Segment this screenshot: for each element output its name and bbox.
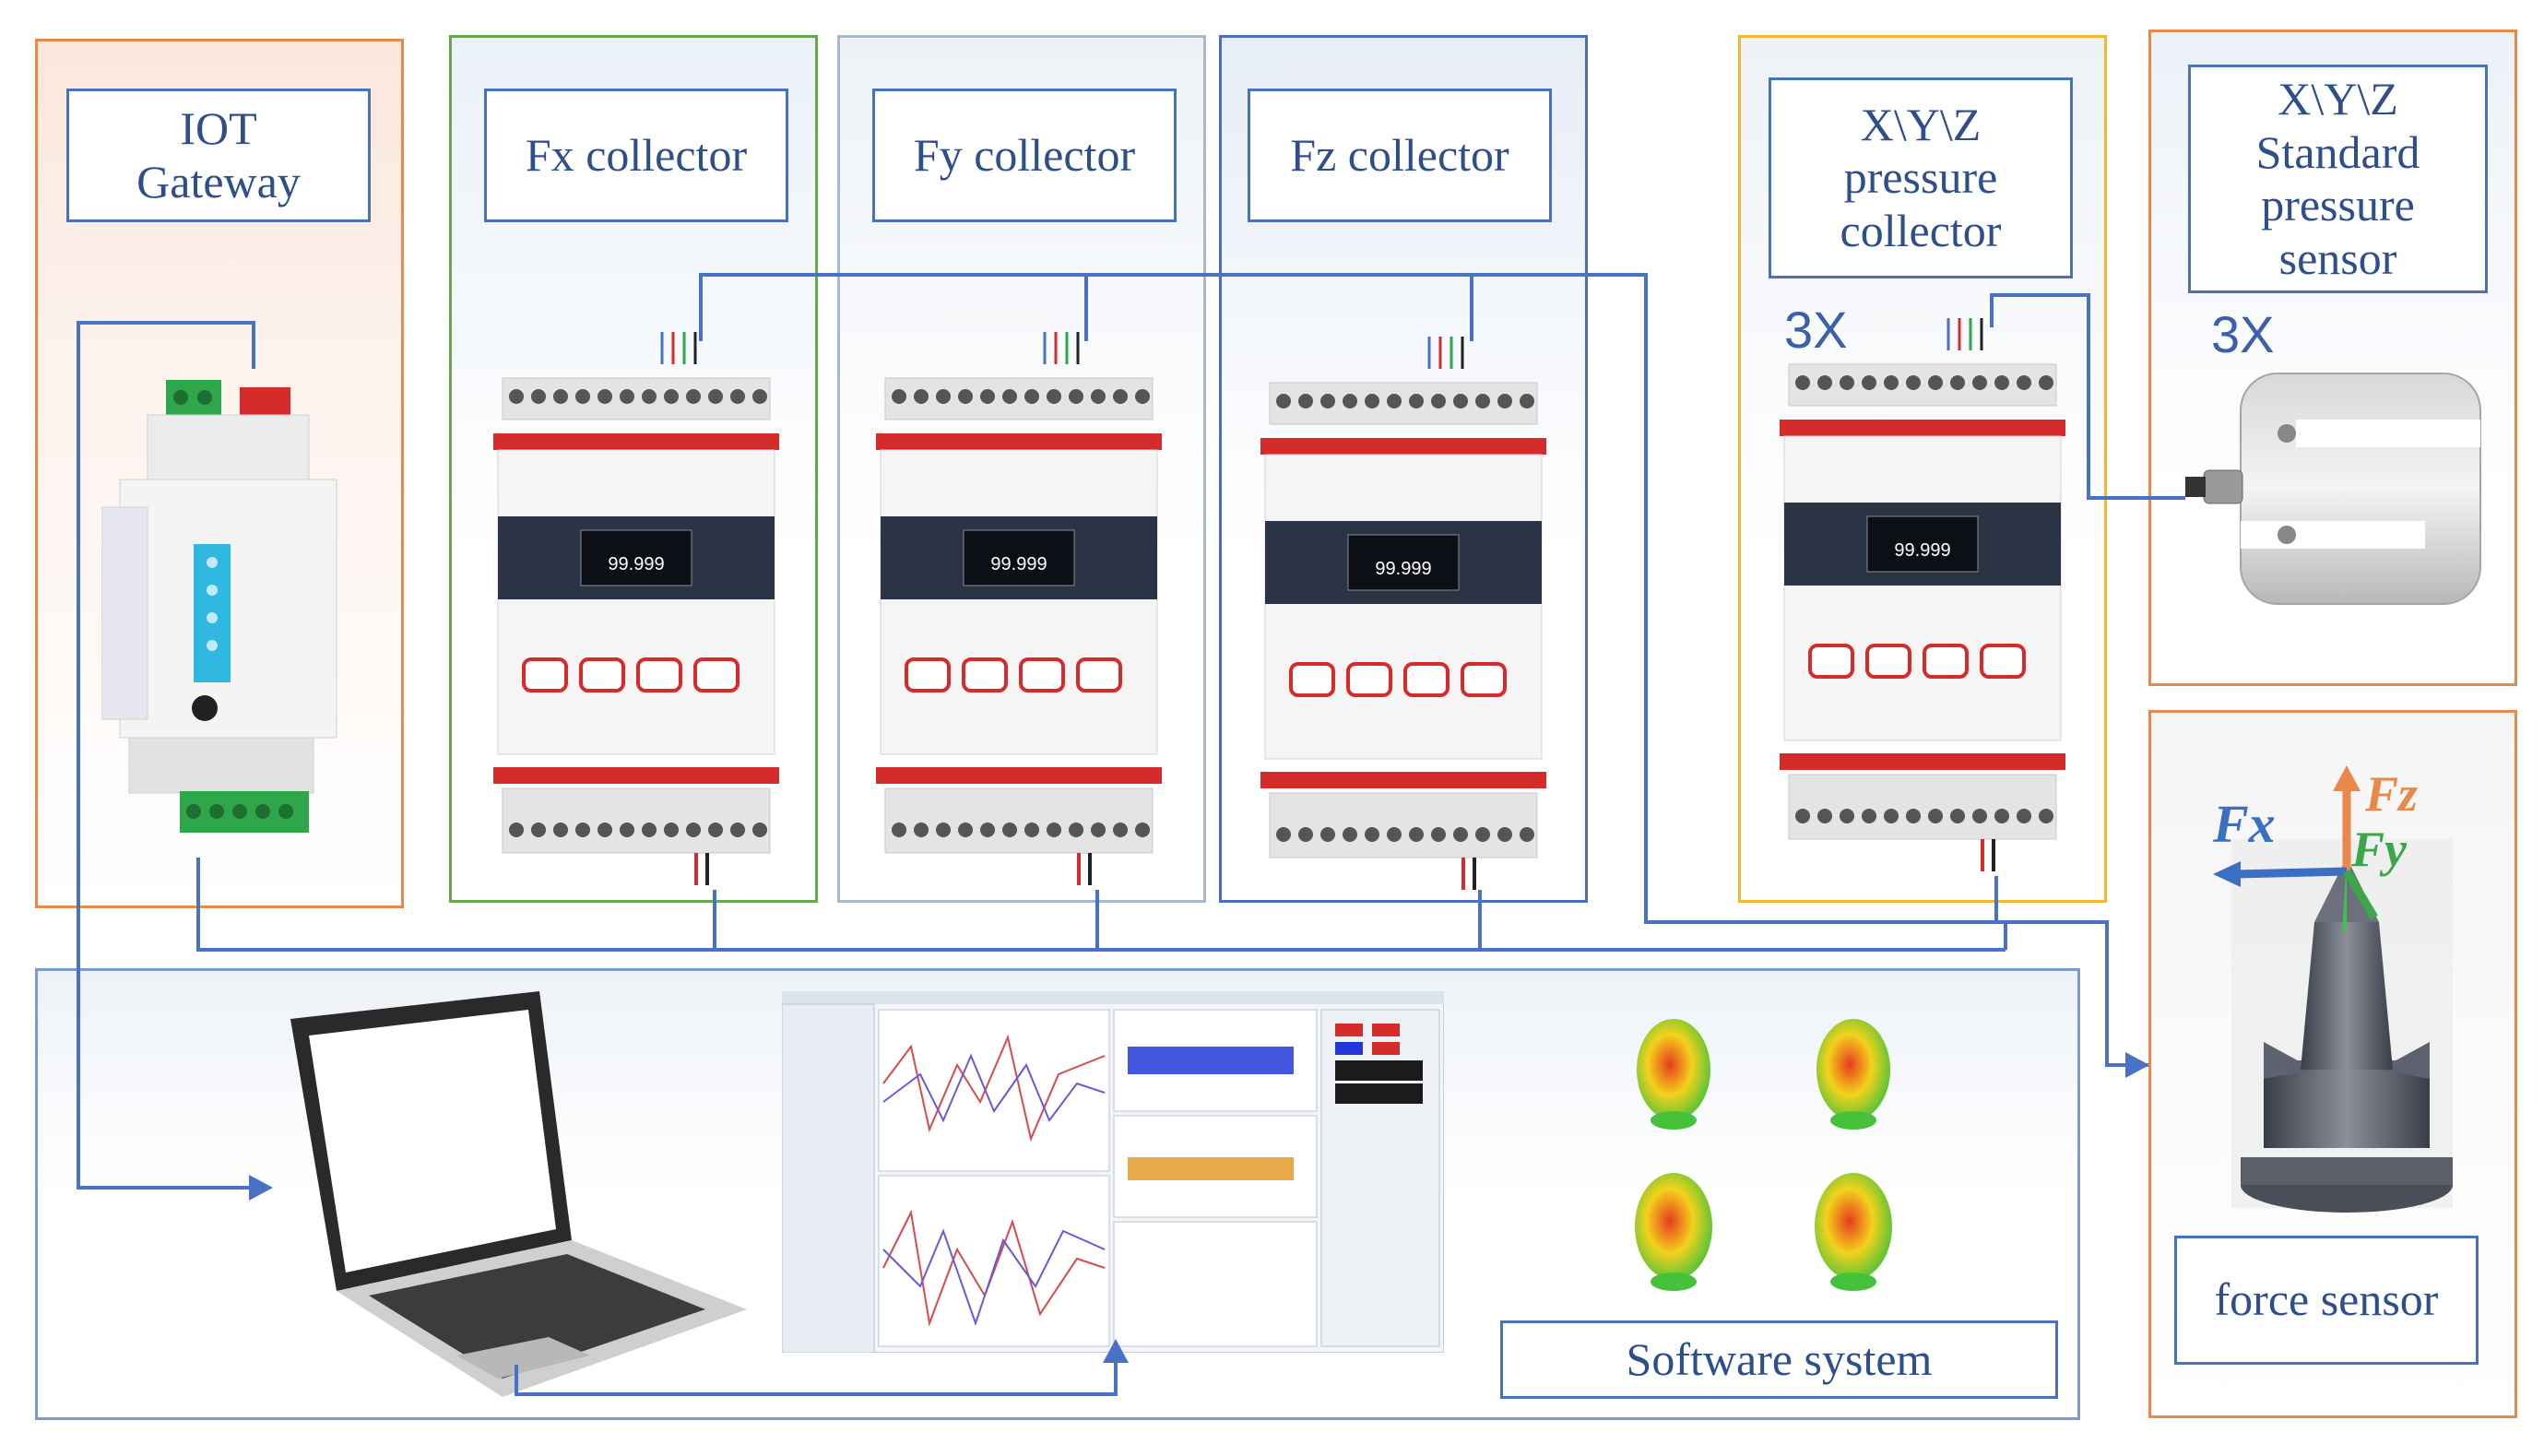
svg-text:99.999: 99.999 — [608, 554, 664, 574]
svg-text:99.999: 99.999 — [1894, 540, 1950, 561]
standard-pressure-sensor-label: X\Y\Z Standard pressure sensor — [2188, 65, 2488, 293]
fx-collector-device-icon: 99.999 — [489, 332, 784, 885]
iot-gateway-label: IOT Gateway — [66, 89, 371, 222]
s-type-load-cell-icon — [2185, 364, 2499, 613]
std-multiplier-label: 3X — [2211, 305, 2275, 363]
xyz-multiplier-label: 3X — [1784, 301, 1848, 359]
fy-collector-label: Fy collector — [872, 89, 1177, 222]
fy-collector-device-icon: 99.999 — [871, 332, 1166, 885]
fz-axis-label: Fz — [2365, 766, 2419, 822]
software-system-label: Software system — [1500, 1320, 2058, 1399]
force-sensor-label: force sensor — [2174, 1236, 2479, 1365]
iot-gateway-device-icon — [101, 369, 341, 839]
fx-collector-label: Fx collector — [484, 89, 788, 222]
software-screenshot-icon — [781, 990, 1445, 1354]
xyz-pressure-collector-label: X\Y\Z pressure collector — [1769, 77, 2073, 278]
stress-contour-icon — [1618, 1005, 1923, 1319]
svg-text:99.999: 99.999 — [990, 554, 1047, 574]
fy-axis-label: Fy — [2351, 822, 2407, 877]
laptop-icon — [272, 991, 751, 1397]
fz-collector-label: Fz collector — [1248, 89, 1552, 222]
fx-axis-label: Fx — [2213, 794, 2276, 854]
xyz-collector-device-icon: 99.999 — [1775, 318, 2070, 871]
fz-collector-device-icon: 99.999 — [1256, 337, 1551, 890]
svg-text:99.999: 99.999 — [1375, 559, 1431, 579]
force-sensor-model-icon: Fx Fz Fy — [2176, 765, 2490, 1226]
